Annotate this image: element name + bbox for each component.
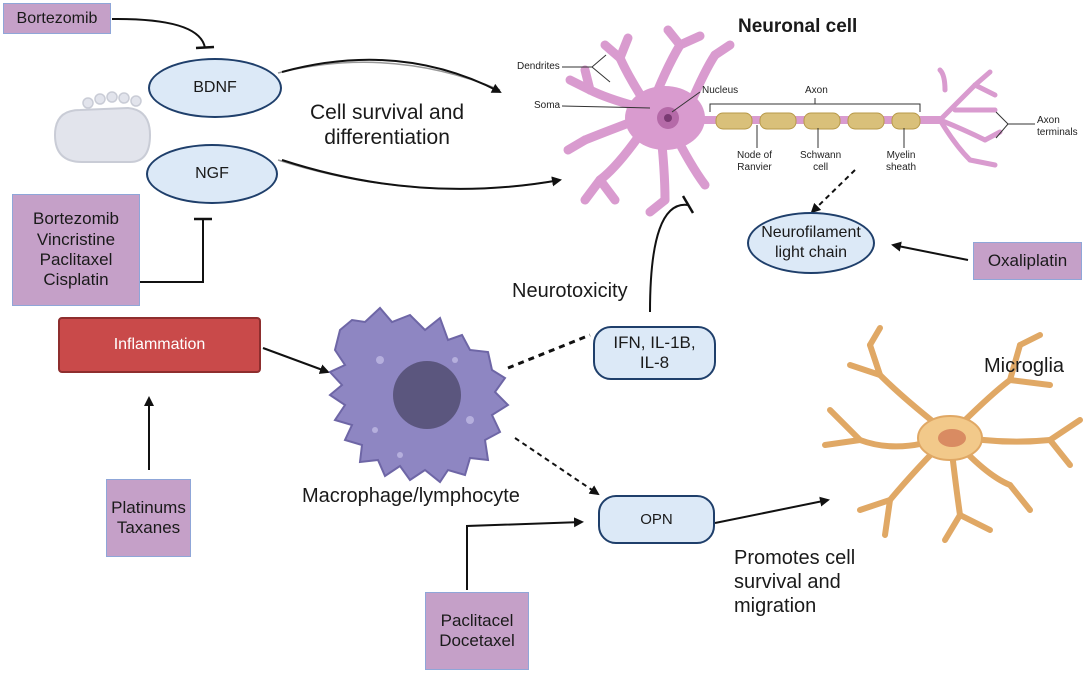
page-title: Neuronal cell	[738, 16, 858, 37]
ifn-il1b-il8-box: IFN, IL-1B, IL-8	[593, 326, 716, 380]
drug-box-platinums-taxanes: Platinums Taxanes	[106, 479, 191, 557]
axon-terminals-label: Axon terminals	[1037, 115, 1078, 138]
nucleus-label: Nucleus	[702, 85, 739, 96]
drug-box-bortezomib: Bortezomib	[3, 3, 111, 34]
ngf-oval: NGF	[146, 144, 278, 204]
bdnf-oval: BDNF	[148, 58, 282, 118]
dendrites-label: Dendrites	[517, 61, 560, 72]
neurofilament-oval: Neurofilament light chain	[747, 212, 875, 274]
drug-box-oxaliplatin: Oxaliplatin	[973, 242, 1082, 280]
microglia-label: Microglia	[984, 355, 1065, 377]
macrophage-label: Macrophage/lymphocyte	[302, 485, 520, 507]
macrophage-icon	[328, 306, 510, 484]
soma-label: Soma	[534, 100, 561, 111]
neurotoxicity-label: Neurotoxicity	[512, 280, 628, 302]
schwann-cell-label: Schwann cell	[800, 150, 842, 173]
drug-box-group: Bortezomib Vincristine Paclitaxel Cispla…	[12, 194, 140, 306]
node-of-ranvier-label: Node of Ranvier	[737, 150, 773, 173]
promotes-label: Promotes cell survival and migration	[734, 547, 856, 617]
opn-box: OPN	[598, 495, 715, 544]
myelin-sheath-icon	[715, 112, 921, 130]
cell-survival-label: Cell survival and differentiation	[310, 101, 465, 150]
vesicle-cell-icon	[53, 91, 152, 163]
myelin-sheath-label: Myelin sheath	[886, 150, 917, 173]
inhibit-line-bortezomib	[111, 17, 206, 49]
axon-label: Axon	[805, 85, 828, 96]
arrow-bdnf-neuron	[281, 58, 502, 93]
arrow-ngf-neuron	[281, 159, 562, 190]
drug-box-paclitacel-docetaxel: Paclitacel Docetaxel	[425, 592, 529, 670]
inflammation-box: Inflammation	[58, 317, 261, 373]
